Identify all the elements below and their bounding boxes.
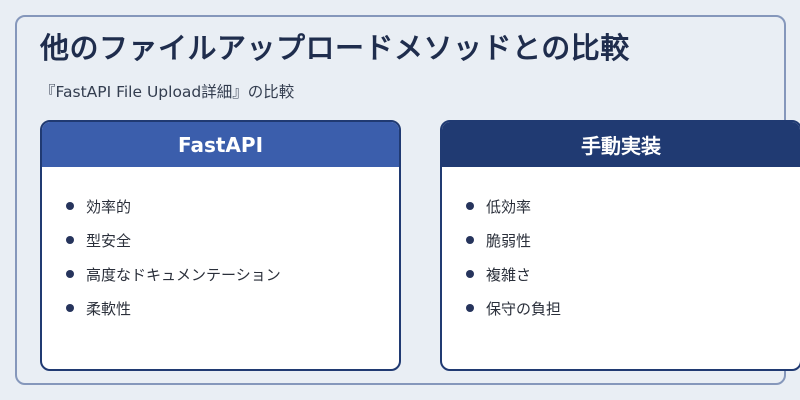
- list-item-label: 低効率: [486, 197, 532, 216]
- list-item: 低効率: [466, 189, 800, 223]
- list-item-label: 柔軟性: [86, 299, 132, 318]
- list-item: 保守の負担: [466, 291, 800, 325]
- bullet-icon: [66, 202, 74, 210]
- list-item-label: 高度なドキュメンテーション: [86, 265, 281, 284]
- list-item: 複雑さ: [466, 257, 800, 291]
- manual-implementation-card: 手動実装 低効率 脆弱性 複雑さ 保守の負担: [440, 120, 800, 371]
- fastapi-card: FastAPI 効率的 型安全 高度なドキュメンテーション 柔軟性: [40, 120, 401, 371]
- list-item: 脆弱性: [466, 223, 800, 257]
- list-item: 柔軟性: [66, 291, 399, 325]
- bullet-icon: [466, 236, 474, 244]
- fastapi-card-header: FastAPI: [42, 122, 399, 167]
- list-item-label: 保守の負担: [486, 299, 562, 318]
- bullet-icon: [66, 236, 74, 244]
- list-item-label: 効率的: [86, 197, 132, 216]
- bullet-icon: [466, 270, 474, 278]
- bullet-icon: [66, 304, 74, 312]
- bullet-icon: [466, 304, 474, 312]
- manual-feature-list: 低効率 脆弱性 複雑さ 保守の負担: [442, 167, 800, 325]
- list-item-label: 脆弱性: [486, 231, 532, 250]
- page-title: 他のファイルアップロードメソッドとの比較: [40, 31, 630, 65]
- fastapi-feature-list: 効率的 型安全 高度なドキュメンテーション 柔軟性: [42, 167, 399, 325]
- bullet-icon: [66, 270, 74, 278]
- page-subtitle: 『FastAPI File Upload詳細』の比較: [40, 83, 295, 101]
- list-item-label: 型安全: [86, 231, 132, 250]
- list-item: 型安全: [66, 223, 399, 257]
- bullet-icon: [466, 202, 474, 210]
- list-item: 効率的: [66, 189, 399, 223]
- manual-card-header: 手動実装: [442, 122, 800, 167]
- list-item-label: 複雑さ: [486, 265, 532, 284]
- list-item: 高度なドキュメンテーション: [66, 257, 399, 291]
